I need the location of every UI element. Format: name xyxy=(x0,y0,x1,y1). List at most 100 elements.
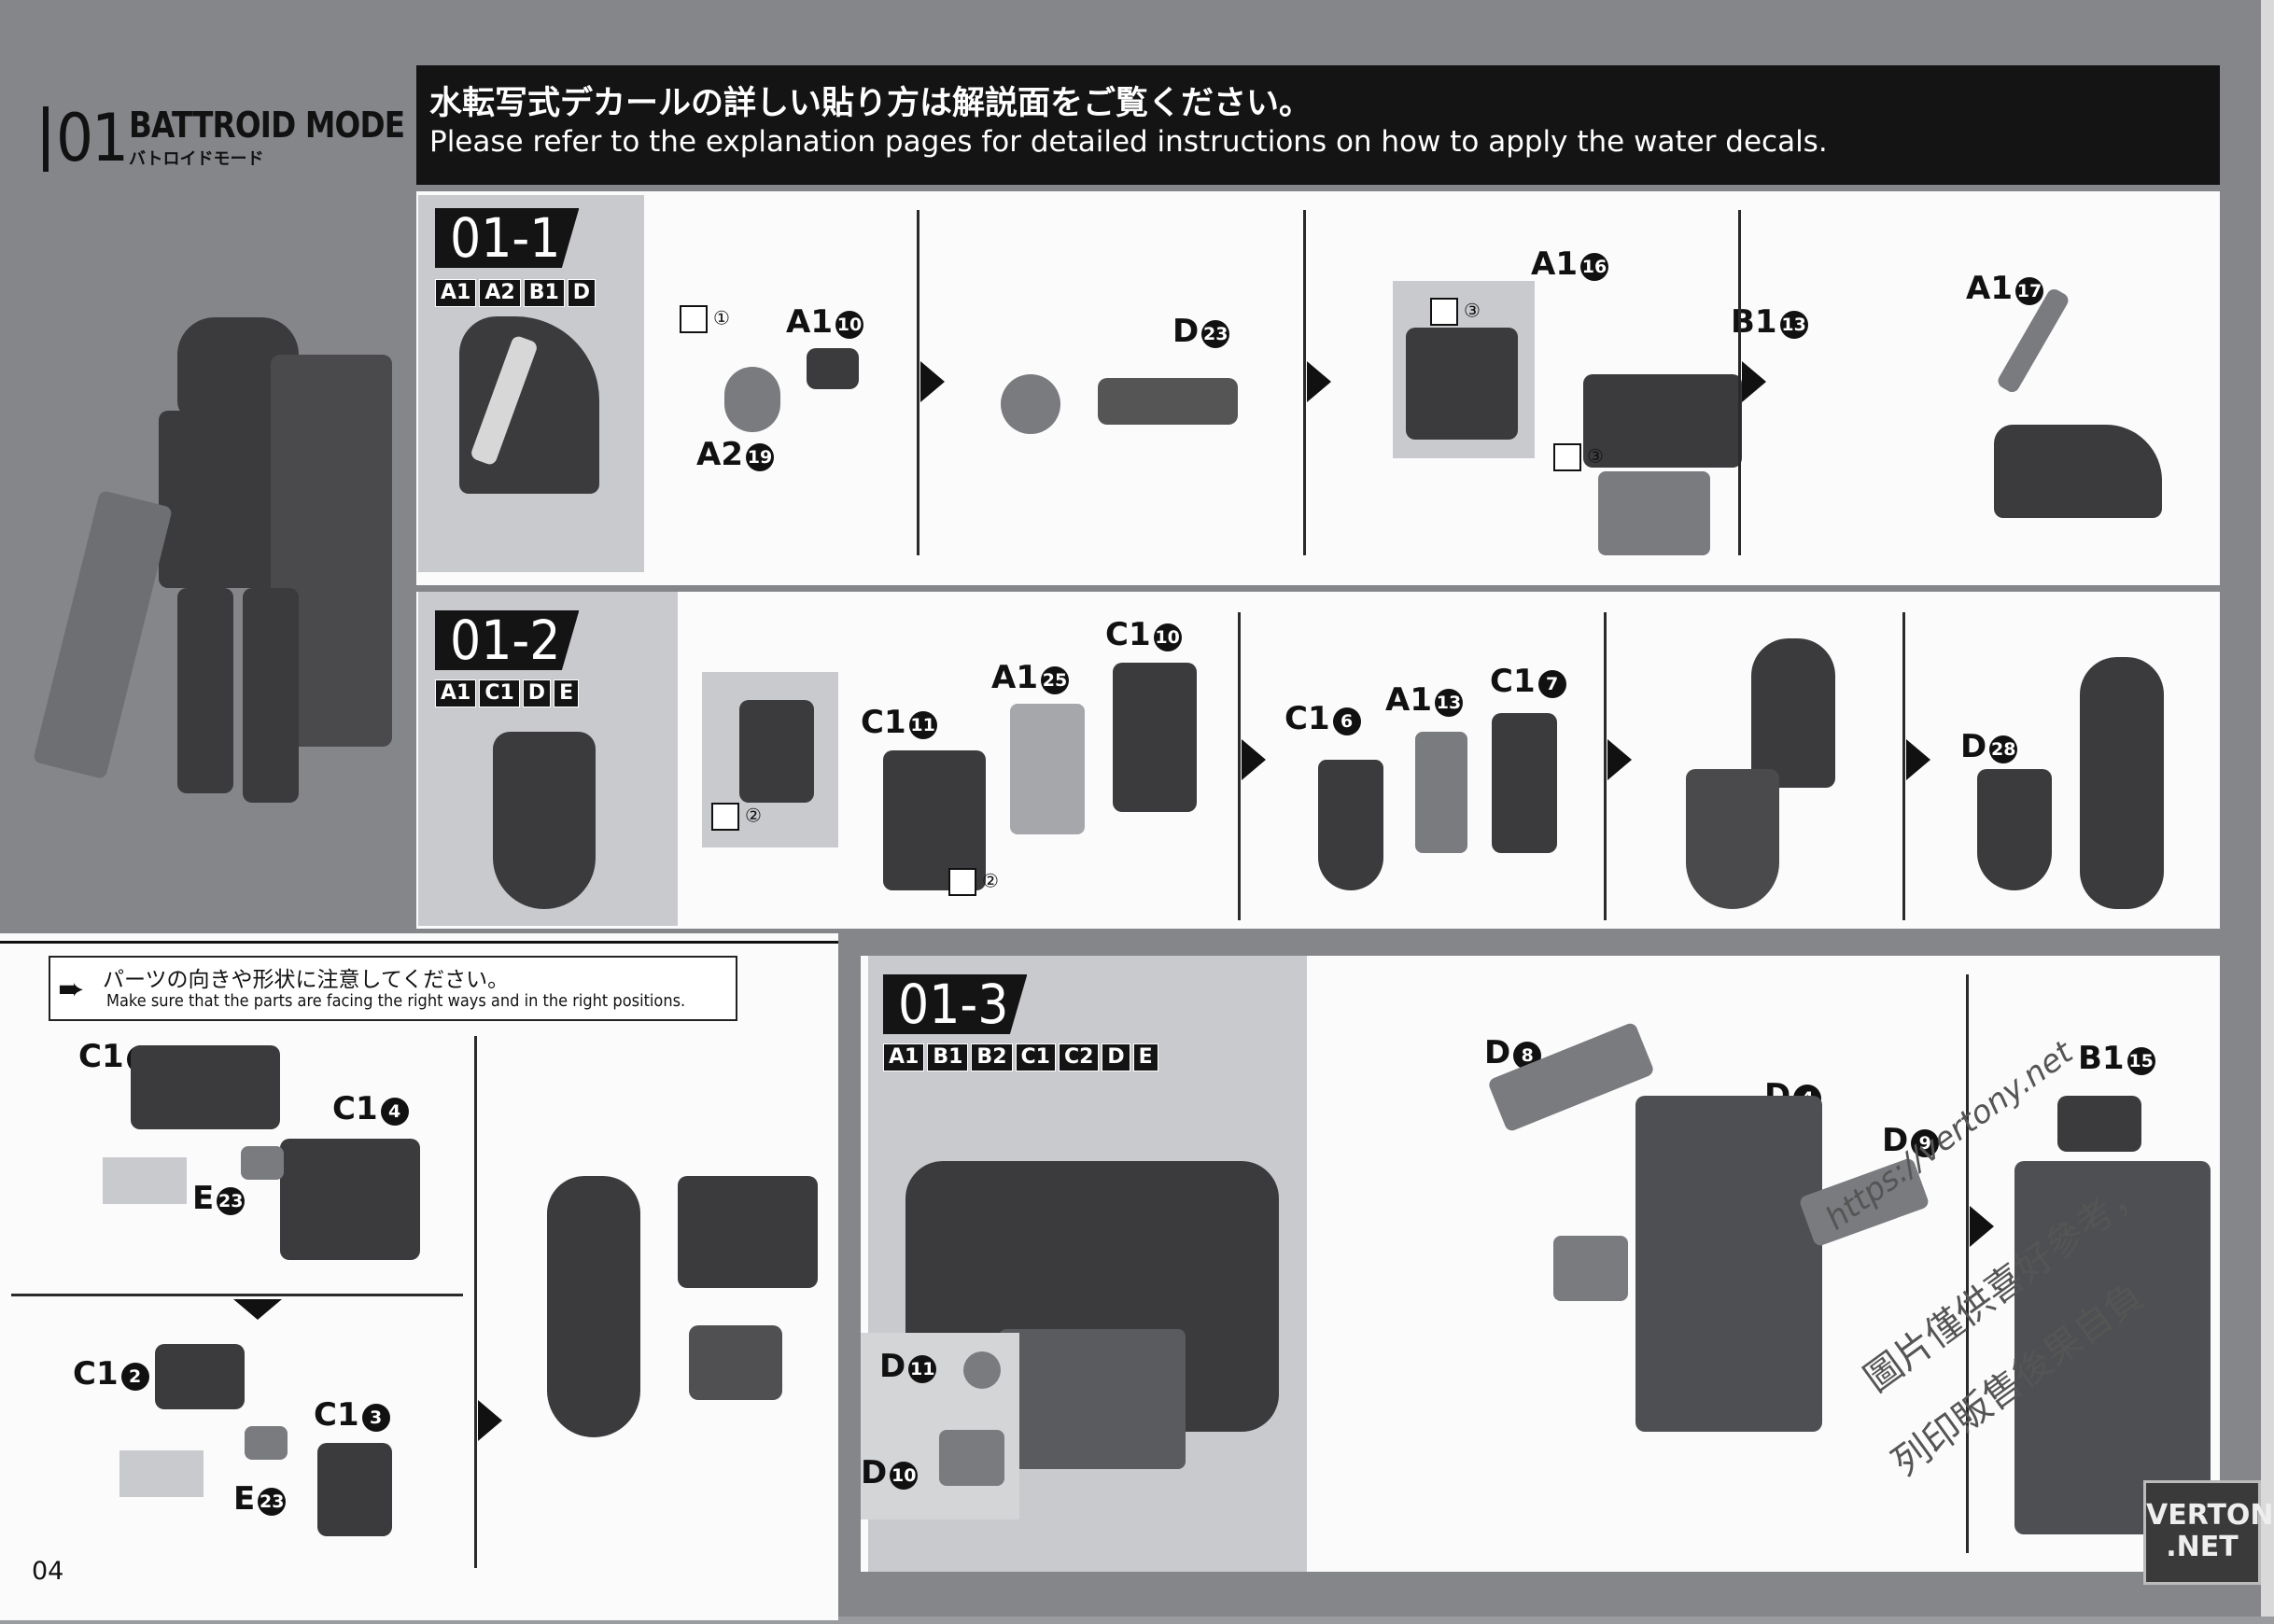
divider xyxy=(1902,612,1905,920)
connector-joint xyxy=(1553,1236,1628,1301)
part-c1-5-shape xyxy=(131,1045,280,1129)
leg-with-foot xyxy=(547,1176,640,1437)
divider xyxy=(474,1036,477,1568)
next-step-arrow xyxy=(1970,1206,1994,1247)
part-c1-11-shape xyxy=(883,750,986,890)
runner-tag: B1 xyxy=(523,279,565,307)
leg-lower-assembly xyxy=(1686,769,1779,909)
decal-marker: ② xyxy=(711,803,762,831)
divider xyxy=(1738,210,1741,555)
part-e-23-frame xyxy=(103,1157,187,1204)
divider xyxy=(1966,974,1969,1553)
part-c1-4-shape xyxy=(280,1139,420,1260)
battroid-illustration xyxy=(32,280,411,840)
section-number: 01 xyxy=(56,100,129,176)
runner-tag: C1 xyxy=(1015,1043,1056,1071)
notice-arrow-icon: ➨ xyxy=(58,971,85,1008)
part-e-23-shape xyxy=(245,1426,288,1460)
runner-tag: A2 xyxy=(479,279,521,307)
head-finished xyxy=(1994,425,2162,518)
runner-tag: D xyxy=(1102,1043,1130,1071)
head-assembly xyxy=(1598,471,1710,555)
section-title: BATTROID MODE xyxy=(129,105,405,146)
runner-list: A1 A2 B1 D xyxy=(435,279,597,307)
runner-tag: A1 xyxy=(435,679,477,707)
part-b1-15-shape xyxy=(2057,1096,2141,1152)
head-assembly xyxy=(1001,374,1060,434)
part-d-10-shape xyxy=(939,1430,1004,1486)
foot-assembly xyxy=(678,1176,818,1288)
decal-marker: ③ xyxy=(1430,298,1481,326)
vertony-logo: VERTONY .NET xyxy=(2143,1480,2274,1585)
part-d-11-shape xyxy=(963,1351,1001,1389)
next-step-arrow xyxy=(920,361,945,402)
part-a1-13-shape xyxy=(1415,732,1467,853)
decal-banner-en: Please refer to the explanation pages fo… xyxy=(429,125,1828,159)
decal-banner-jp: 水転写式デカールの詳しい貼り方は解説面をご覧ください。 xyxy=(429,85,1312,122)
decal-detail-frame xyxy=(1393,281,1535,458)
part-a1-10-shape xyxy=(807,348,859,389)
runner-list: A1 C1 D E xyxy=(435,679,580,707)
section-subtitle: バトロイドモード xyxy=(129,149,264,169)
runner-tag: C2 xyxy=(1058,1043,1100,1071)
decal-marker: ① xyxy=(680,305,730,333)
next-step-arrow xyxy=(1906,739,1930,780)
part-e-23-shape xyxy=(241,1146,284,1180)
orientation-notice: ➨ パーツの向きや形状に注意してください。 Make sure that the… xyxy=(49,956,737,1021)
part-c1-7-shape xyxy=(1492,713,1557,853)
page-number: 04 xyxy=(32,1557,64,1586)
foot-block xyxy=(689,1325,782,1400)
next-step-arrow xyxy=(233,1299,282,1320)
runner-tag: B2 xyxy=(971,1043,1013,1071)
leg-upper-assembly xyxy=(1751,638,1835,788)
notice-jp: パーツの向きや形状に注意してください。 xyxy=(103,968,510,992)
runner-tag: D xyxy=(567,279,597,307)
divider xyxy=(11,1294,463,1296)
part-c1-3-shape xyxy=(317,1443,392,1536)
runner-tag: B1 xyxy=(927,1043,969,1071)
next-step-arrow xyxy=(1742,361,1766,402)
neck-frame-part xyxy=(1098,378,1238,425)
decal-detail-frame xyxy=(702,672,838,847)
step-title-01-2: 01-2 xyxy=(435,610,580,670)
head-shell-part xyxy=(1583,374,1742,468)
runner-tag: E xyxy=(554,679,580,707)
backpack-finished xyxy=(2014,1161,2211,1534)
runner-tag: D xyxy=(522,679,552,707)
next-step-arrow xyxy=(1242,739,1266,780)
scan-edge xyxy=(2261,0,2274,1624)
runner-list: A1 B1 B2 C1 C2 D E xyxy=(883,1043,1158,1071)
logo-line: .NET xyxy=(2166,1531,2239,1563)
runner-tag: E xyxy=(1132,1043,1158,1071)
part-a1-25-shape xyxy=(1010,704,1085,834)
divider xyxy=(1303,210,1306,555)
notice-en: Make sure that the parts are facing the … xyxy=(106,991,686,1011)
section-bar xyxy=(43,106,49,172)
part-e-23-frame xyxy=(119,1450,204,1497)
decal-instruction-banner: 水転写式デカールの詳しい貼り方は解説面をご覧ください。 Please refer… xyxy=(416,65,2220,185)
divider xyxy=(1238,612,1241,920)
step-title-01-3: 01-3 xyxy=(883,974,1028,1034)
next-step-arrow xyxy=(1307,361,1331,402)
backpack-frame xyxy=(1635,1096,1822,1432)
